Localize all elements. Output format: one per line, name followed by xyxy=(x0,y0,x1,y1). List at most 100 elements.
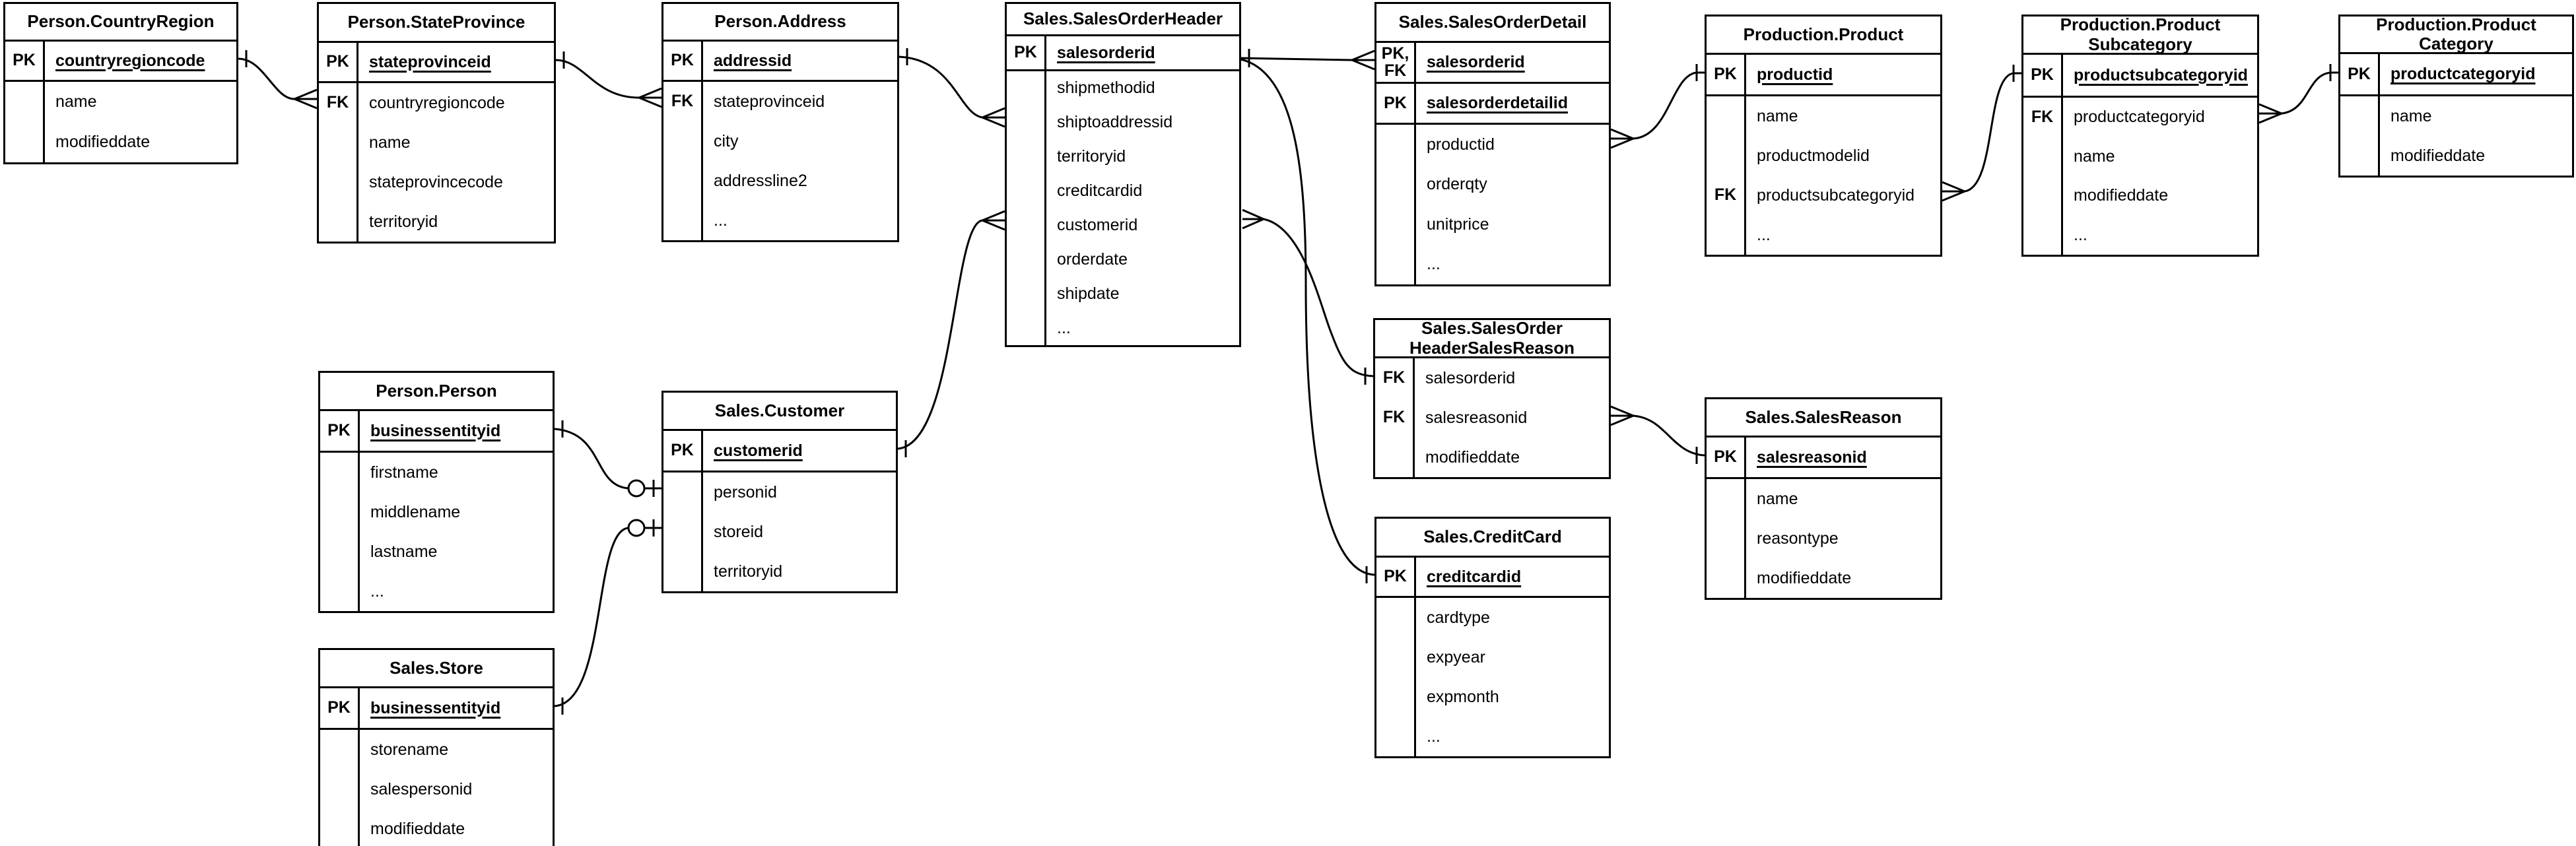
field-name: name xyxy=(369,133,411,152)
entity-title: Sales.Customer xyxy=(663,393,896,431)
key-badge xyxy=(2023,137,2063,176)
relationship-productsubcategory-productcategory[interactable] xyxy=(2258,64,2338,124)
field-row: city xyxy=(663,121,897,161)
field-name: salesorderid xyxy=(1427,53,1525,71)
relationship-line[interactable] xyxy=(2259,71,2338,115)
cardinality-marker xyxy=(294,88,318,100)
relationship-countryregion-stateprovince[interactable] xyxy=(238,50,318,110)
field-row: modifieddate xyxy=(2340,136,2572,176)
key-badge xyxy=(1376,677,1416,717)
relationship-customer-salesorderheader[interactable] xyxy=(897,210,1005,457)
key-badge xyxy=(1707,479,1746,519)
field-name: storename xyxy=(370,740,449,759)
field-name: name xyxy=(55,92,97,111)
key-badge: PK xyxy=(1707,438,1746,477)
cardinality-marker xyxy=(1610,405,1634,417)
relationship-stateprovince-address[interactable] xyxy=(555,51,662,108)
field-name: storeid xyxy=(714,522,764,541)
relationship-salesorderheader-salesorderdetail[interactable] xyxy=(1240,49,1375,71)
key-badge: PK xyxy=(319,43,358,81)
field-row: creditcardid xyxy=(1007,174,1239,209)
relationship-line[interactable] xyxy=(554,428,661,490)
field-row: lastname xyxy=(320,532,553,571)
field-name: creditcardid xyxy=(1057,181,1143,201)
cardinality-marker xyxy=(2258,112,2282,124)
field-name: modifieddate xyxy=(1425,447,1520,467)
field-row: shiptoaddressid xyxy=(1007,105,1239,140)
relationship-line[interactable] xyxy=(238,57,317,100)
key-badge: FK xyxy=(1375,358,1415,398)
field-row: middlename xyxy=(320,492,553,532)
cardinality-marker xyxy=(982,116,1005,128)
relationship-line[interactable] xyxy=(897,219,1005,450)
relationship-product-productsubcategory[interactable] xyxy=(1942,65,2021,202)
field-name: salespersonid xyxy=(370,779,473,798)
entity-title: Sales.Store xyxy=(320,650,553,688)
relationship-line[interactable] xyxy=(898,55,1005,119)
relationship-line[interactable] xyxy=(1942,72,2021,193)
relationship-salesorderheader-headersalesreason[interactable] xyxy=(1242,209,1374,385)
relationship-person-customer[interactable] xyxy=(554,420,661,498)
relationship-address-salesorderheader[interactable] xyxy=(898,48,1005,128)
field-name: modifieddate xyxy=(1757,568,1852,587)
relationship-line[interactable] xyxy=(1242,218,1374,377)
key-badge xyxy=(1376,717,1416,756)
relationship-line[interactable] xyxy=(1611,71,1705,140)
entity-title: Person.Person xyxy=(320,373,553,411)
relationship-line[interactable] xyxy=(554,527,661,707)
key-badge: FK xyxy=(663,82,703,121)
field-row: addressline2 xyxy=(663,161,897,201)
relationship-line[interactable] xyxy=(555,59,661,99)
key-badge xyxy=(319,162,358,202)
relationship-salesorderheader-creditcard[interactable] xyxy=(1240,58,1375,583)
relationship-headersalesreason-salesreason[interactable] xyxy=(1610,405,1705,464)
relationship-salesorderdetail-product[interactable] xyxy=(1610,64,1705,149)
field-name: productid xyxy=(1757,65,1833,84)
field-name: modifieddate xyxy=(370,819,465,838)
key-badge xyxy=(1007,71,1046,106)
key-badge xyxy=(320,571,360,611)
field-name: salesreasonid xyxy=(1425,408,1528,427)
field-row: modifieddate xyxy=(1707,558,1940,598)
key-badge xyxy=(5,122,45,162)
relationship-store-customer[interactable] xyxy=(554,519,661,715)
cardinality-marker xyxy=(294,98,318,110)
cardinality-marker xyxy=(1942,181,1965,193)
relationship-line[interactable] xyxy=(1240,58,1375,576)
entity-title: Production.Product Subcategory xyxy=(2023,15,2257,55)
field-name: expmonth xyxy=(1427,687,1499,706)
field-row: salespersonid xyxy=(320,769,553,809)
relationship-line[interactable] xyxy=(1611,414,1705,457)
key-badge xyxy=(2023,215,2063,255)
field-name: productsubcategoryid xyxy=(1757,185,1915,205)
field-name: salesorderdetailid xyxy=(1427,94,1568,112)
